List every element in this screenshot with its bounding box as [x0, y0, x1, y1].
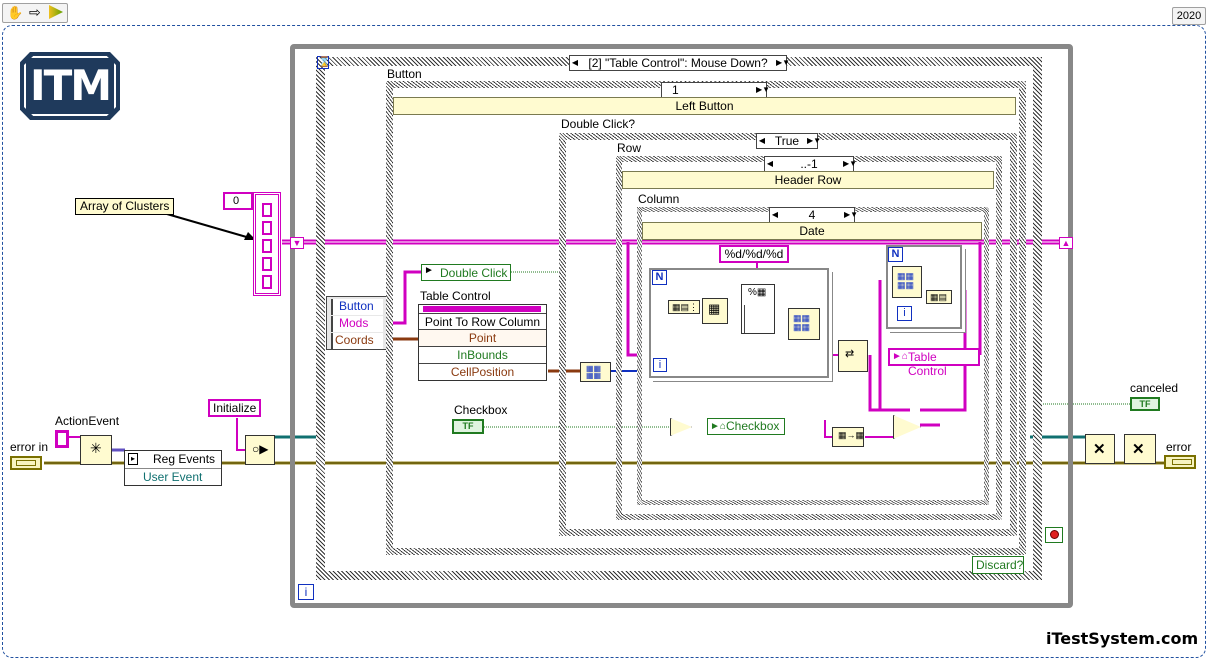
- index-array-node[interactable]: ▦▤⋮: [668, 300, 700, 314]
- arrow-right-icon[interactable]: ⇨: [29, 4, 41, 20]
- unregister-icon: ✕: [1132, 441, 1145, 458]
- reg-events-node[interactable]: ▸ Reg Events User Event: [124, 450, 222, 486]
- for-loop-dates-i: i: [653, 358, 667, 372]
- invoke-node-cellposition[interactable]: CellPosition: [450, 365, 515, 379]
- event-data-mods[interactable]: Mods: [331, 316, 383, 332]
- format-icon: %▦: [748, 287, 767, 298]
- build-array-node[interactable]: ⇄: [838, 340, 868, 372]
- case-row-title: Header Row: [622, 171, 994, 189]
- for-loop-cells-n: N: [888, 247, 903, 262]
- case-row-selector[interactable]: ◀ ..-1 ▶▼: [764, 156, 857, 172]
- for-loop-dates-n: N: [652, 270, 667, 285]
- table-control-reference[interactable]: ►⌂ Table Control: [888, 348, 980, 378]
- event-data-button[interactable]: Button: [331, 299, 383, 315]
- error-out-indicator[interactable]: [1164, 455, 1196, 469]
- unbundle-icon: ▦▦▦▦: [586, 364, 602, 380]
- version-badge: 2020: [1172, 7, 1206, 25]
- destroy-icon: ✕: [1093, 441, 1106, 458]
- unregister-events-node[interactable]: ✕: [1124, 434, 1156, 464]
- case-button-title: Left Button: [393, 97, 1016, 115]
- case-button-selector[interactable]: 1 ▶▼: [661, 82, 770, 98]
- version-text: 2020: [1176, 10, 1202, 22]
- case-double-click-selector[interactable]: ◀ True ▶▼: [756, 133, 821, 149]
- bundle-ref-node[interactable]: ▦→▦: [832, 427, 864, 447]
- invoke-node-ref-bar: [423, 306, 541, 312]
- checkbox-label: Checkbox: [454, 403, 508, 417]
- toolbar: ✋ ⇨: [2, 3, 68, 23]
- stop-icon: [1050, 530, 1059, 539]
- unbundle-inner-node[interactable]: ▦▤: [926, 290, 952, 304]
- case-column-label: Column: [638, 192, 680, 206]
- error-out-label: error: [1166, 440, 1192, 454]
- diagram-border: [2, 25, 1206, 658]
- event-data-node: Button Mods Coords: [326, 296, 388, 350]
- initialize-label: Initialize: [208, 399, 262, 417]
- invoke-node-point[interactable]: Point: [419, 330, 546, 347]
- invoke-node-method[interactable]: Point To Row Column: [419, 313, 546, 330]
- event-data-coords[interactable]: Coords: [331, 333, 383, 349]
- invoke-node-inbounds[interactable]: InBounds: [419, 347, 546, 364]
- unbundle-node[interactable]: ▦▦▦▦: [580, 362, 611, 382]
- reference-icon: ►⌂: [710, 421, 726, 432]
- watermark: iTestSystem.com: [1046, 629, 1199, 648]
- stop-terminal[interactable]: [1045, 527, 1063, 543]
- array-index[interactable]: 0: [223, 192, 253, 210]
- reference-icon: ►⌂: [892, 351, 908, 362]
- event-case-selector[interactable]: ◀ [2] "Table Control": Mouse Down? ▶▼: [569, 55, 791, 71]
- double-click-indicator[interactable]: ► Double Click: [421, 264, 511, 281]
- case-row-label: Row: [617, 141, 642, 155]
- itm-logo: ITM: [20, 52, 120, 120]
- while-loop: [290, 44, 1073, 608]
- array-subset-node[interactable]: ▦: [702, 298, 728, 324]
- action-event-label: ActionEvent: [55, 414, 120, 428]
- case-button-label: Button: [387, 67, 422, 81]
- shift-register-right: ▲: [1059, 237, 1073, 249]
- event-timeout-hourglass: ⌛: [317, 56, 331, 69]
- build-array-icon: ⇄: [845, 348, 855, 360]
- while-loop-iteration: i: [298, 584, 314, 600]
- bundle-node-2[interactable]: ▦▦▦▦: [892, 266, 922, 298]
- array-of-clusters-constant[interactable]: [253, 192, 281, 296]
- arrow-right-small-icon: ►: [424, 265, 434, 276]
- checkbox-terminal[interactable]: TF: [452, 419, 484, 434]
- format-string-constant[interactable]: %d/%d/%d: [719, 245, 789, 263]
- hand-icon[interactable]: ✋: [7, 5, 24, 20]
- error-in-terminal[interactable]: [10, 456, 42, 470]
- destroy-user-event-node[interactable]: ✕: [1085, 434, 1115, 464]
- grid-icon: ▦: [708, 301, 721, 316]
- bundle-by-name-icon: ▦▦▦▦: [897, 271, 915, 290]
- array-of-clusters-label: Array of Clusters: [75, 198, 175, 215]
- bundle-icon: ▦▦▦▦: [793, 313, 811, 332]
- bundle-node-1[interactable]: ▦▦▦▦: [788, 308, 820, 340]
- invoke-node-title: Table Control: [420, 289, 491, 303]
- generate-event-icon: ○▶: [252, 442, 269, 456]
- user-event-icon: ✳: [90, 440, 102, 456]
- case-column-selector[interactable]: ◀ 4 ▶▼: [769, 207, 858, 223]
- user-event-text: User Event: [143, 470, 203, 484]
- invoke-node[interactable]: Point To Row Column Point InBounds CellP…: [418, 304, 547, 381]
- create-user-event-node[interactable]: ✳: [80, 435, 112, 465]
- generate-user-event-node[interactable]: ○▶: [245, 435, 275, 465]
- action-event-constant[interactable]: [55, 430, 69, 448]
- logo-text: ITM: [29, 61, 112, 110]
- for-loop-cells-i: i: [897, 306, 912, 321]
- error-in-label: error in: [10, 440, 49, 454]
- checkbox-reference[interactable]: ►⌂ Checkbox: [707, 418, 785, 435]
- index-array-icon: ▦▤⋮: [672, 302, 699, 312]
- reg-events-icon: ▸: [128, 453, 138, 465]
- discard-terminal[interactable]: Discard?: [972, 556, 1024, 574]
- canceled-label: canceled: [1130, 381, 1179, 395]
- prev-case-icon[interactable]: ◀: [571, 58, 579, 67]
- shift-register-left: ▼: [290, 237, 304, 249]
- case-double-click-label: Double Click?: [561, 117, 636, 131]
- next-case-icon[interactable]: ▶▼: [776, 58, 791, 67]
- case-column-title: Date: [642, 222, 982, 240]
- format-into-string-node[interactable]: %▦: [741, 284, 775, 334]
- canceled-indicator[interactable]: TF: [1130, 397, 1160, 411]
- reg-events-text: Reg Events: [153, 452, 216, 466]
